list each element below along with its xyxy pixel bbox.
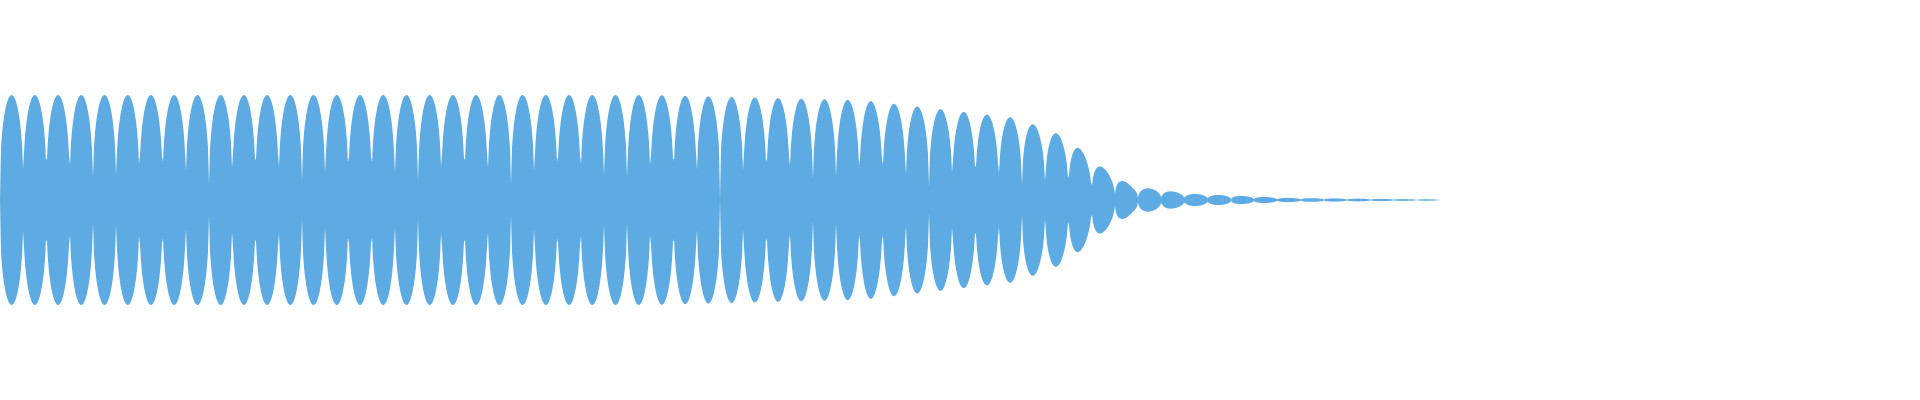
waveform-shape [0, 95, 1440, 305]
